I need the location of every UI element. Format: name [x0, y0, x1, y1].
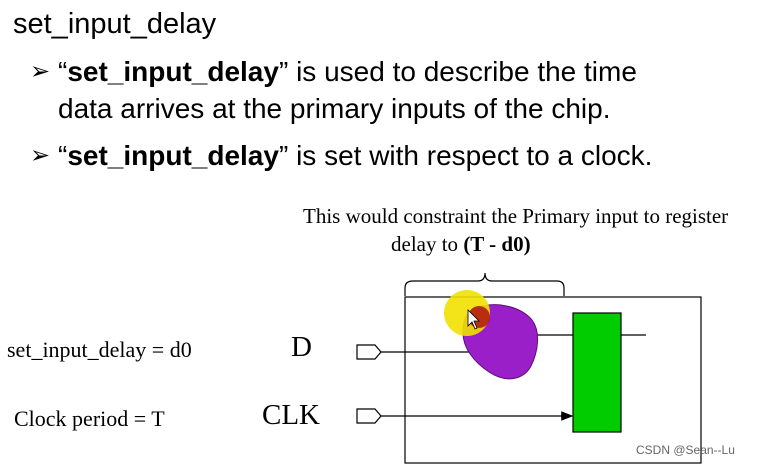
mouse-cursor-icon	[467, 309, 480, 330]
bullet-2-keyword: set_input_delay	[67, 140, 279, 171]
bullet-1-line2: data arrives at the primary inputs of th…	[58, 93, 611, 124]
delay-brace	[404, 272, 565, 296]
slide-title: set_input_delay	[13, 8, 217, 40]
chip-boundary	[404, 296, 702, 464]
constraint-note-expression: (T - d0)	[463, 232, 531, 256]
bullet-1-rest: ” is used to describe the time	[278, 56, 637, 87]
bullet-2-text: “set_input_delay” is set with respect to…	[58, 137, 652, 175]
watermark: CSDN @Sean--Lu	[636, 443, 735, 457]
bullet-2-quote: “	[58, 140, 68, 171]
pin-clk-label: CLK	[262, 399, 320, 431]
clock-period-label: Clock period = T	[14, 406, 165, 431]
arrow-bullet-icon: ➢	[30, 58, 51, 85]
constraint-note-line1: This would constraint the Primary input …	[303, 204, 729, 228]
bullet-1-text: “set_input_delay” is used to describe th…	[58, 53, 637, 91]
bullet-1-keyword: set_input_delay	[67, 56, 279, 87]
bullet-1-quote: “	[58, 56, 68, 87]
pin-d-label: D	[291, 331, 312, 363]
arrow-bullet-icon: ➢	[30, 142, 51, 169]
bullet-2-rest: ” is set with respect to a clock.	[278, 140, 653, 171]
input-pad-clk	[356, 408, 382, 424]
register	[572, 312, 622, 433]
input-delay-label: set_input_delay = d0	[7, 337, 192, 362]
bullet-2: ➢ “set_input_delay” is set with respect …	[30, 137, 770, 177]
constraint-note-prefix: delay to	[391, 232, 464, 256]
input-pad-d	[356, 344, 382, 360]
bullet-1: ➢ “set_input_delay” is used to describe …	[30, 53, 770, 133]
constraint-note-line2: delay to (T - d0)	[391, 232, 531, 257]
